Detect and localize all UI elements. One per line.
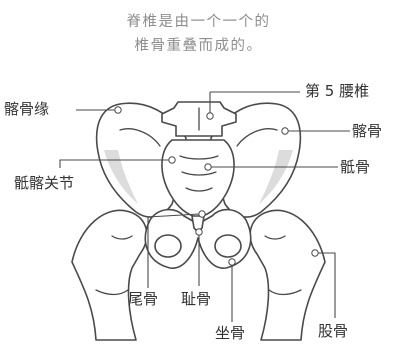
label-ilium: 髂骨 <box>352 122 382 140</box>
sacrum-shape <box>162 140 234 218</box>
right-obturator-foramen <box>215 235 241 257</box>
label-sacroiliac-joint: 骶髂关节 <box>14 174 74 192</box>
left-obturator-foramen <box>155 235 181 257</box>
label-femur: 股骨 <box>318 322 348 340</box>
label-sacrum: 骶骨 <box>340 158 370 176</box>
label-coccyx: 尾骨 <box>128 290 158 308</box>
label-iliac-crest: 髂骨缘 <box>4 100 49 118</box>
label-fifth-lumbar: 第 5 腰椎 <box>305 82 369 100</box>
label-ischium: 坐骨 <box>215 324 245 342</box>
right-femur <box>250 210 325 340</box>
left-femur <box>72 210 147 340</box>
label-pubis: 耻骨 <box>181 290 211 308</box>
